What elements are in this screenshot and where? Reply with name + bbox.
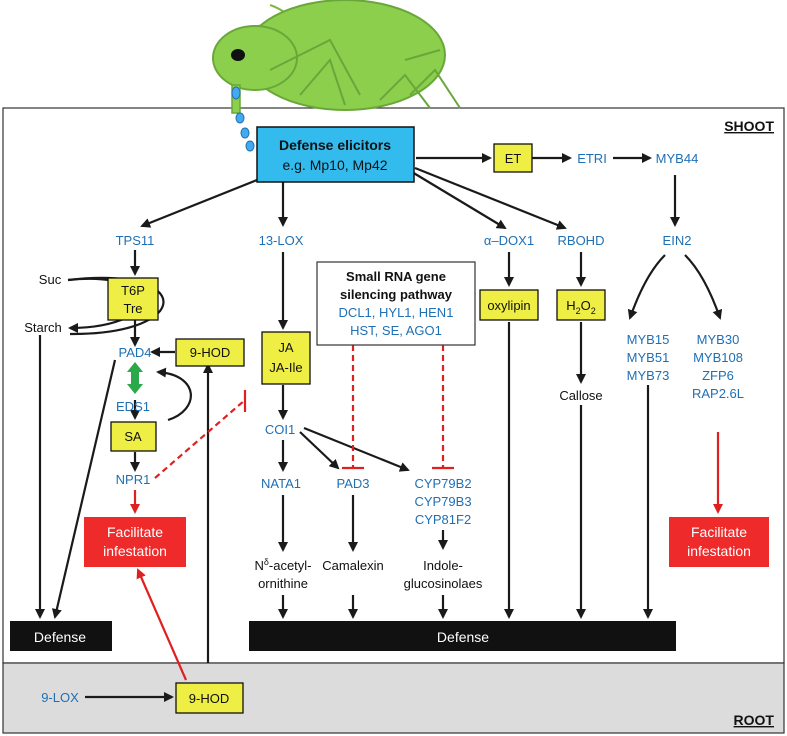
- label-indole-1: Indole-: [423, 558, 463, 573]
- gene-myb15: MYB15: [627, 332, 670, 347]
- tre-label: Tre: [123, 301, 142, 316]
- gene-coi1: COI1: [265, 422, 295, 437]
- defense-left-label: Defense: [34, 629, 86, 645]
- ja-box: JA JA-Ile: [261, 331, 311, 385]
- sa-box: SA: [110, 421, 157, 452]
- shoot-region: [2, 107, 785, 664]
- small-rna-genes-1: DCL1, HYL1, HEN1: [339, 305, 454, 320]
- facilitate-infestation-right: Facilitate infestation: [669, 517, 769, 567]
- gene-myb108: MYB108: [693, 350, 743, 365]
- gene-etri: ETRI: [577, 151, 607, 166]
- label-n-acetyl-ornithine-2: ornithine: [258, 576, 308, 591]
- defense-main-label: Defense: [437, 629, 489, 645]
- label-camalexin: Camalexin: [322, 558, 383, 573]
- hod-root-label: 9-HOD: [189, 691, 229, 706]
- aphid-illustration: [212, 0, 461, 152]
- label-suc: Suc: [39, 272, 62, 287]
- facilitate-left-2: infestation: [103, 543, 167, 559]
- gene-ein2: EIN2: [663, 233, 692, 248]
- gene-myb51: MYB51: [627, 350, 670, 365]
- elicitor-title: Defense elicitors: [279, 137, 391, 153]
- small-rna-box: Small RNA gene silencing pathway DCL1, H…: [316, 261, 476, 346]
- gene-9-lox: 9-LOX: [41, 690, 79, 705]
- gene-cyp79b2: CYP79B2: [414, 476, 471, 491]
- label-n-acetyl-ornithine-1: Nδ-acetyl-: [254, 557, 311, 573]
- label-callose: Callose: [559, 388, 602, 403]
- metabolite-labels: Suc Starch Nδ-acetyl- ornithine Camalexi…: [24, 272, 602, 591]
- gene-cyp81f2: CYP81F2: [415, 512, 471, 527]
- gene-nata1: NATA1: [261, 476, 301, 491]
- gene-zfp6: ZFP6: [702, 368, 734, 383]
- root-label: ROOT: [734, 712, 775, 728]
- h2o2-label: H2O2: [566, 298, 596, 316]
- shoot-label: SHOOT: [724, 118, 774, 134]
- ja-ile-label: JA-Ile: [269, 360, 302, 375]
- t6p-tre-box: T6P Tre: [107, 277, 159, 321]
- gene-myb30: MYB30: [697, 332, 740, 347]
- ja-label: JA: [278, 340, 294, 355]
- facilitate-right-1: Facilitate: [691, 524, 747, 540]
- hod-shoot-label: 9-HOD: [190, 345, 230, 360]
- gene-pad3: PAD3: [337, 476, 370, 491]
- oxylipin-box: oxylipin: [479, 289, 539, 321]
- hod-shoot-box: 9-HOD: [175, 338, 245, 367]
- facilitate-right-2: infestation: [687, 543, 751, 559]
- sa-label: SA: [124, 429, 142, 444]
- et-label: ET: [505, 151, 522, 166]
- gene-pad4: PAD4: [119, 345, 152, 360]
- h2o2-box: H2O2: [556, 289, 606, 321]
- gene-13-lox: 13-LOX: [259, 233, 304, 248]
- small-rna-genes-2: HST, SE, AGO1: [350, 323, 442, 338]
- gene-rap26l: RAP2.6L: [692, 386, 744, 401]
- gene-alpha-dox1: α–DOX1: [484, 233, 534, 248]
- et-box: ET: [493, 143, 533, 173]
- oxylipin-label: oxylipin: [487, 298, 530, 313]
- small-rna-title-1: Small RNA gene: [346, 269, 446, 284]
- label-starch: Starch: [24, 320, 62, 335]
- gene-tps11: TPS11: [116, 233, 155, 248]
- pad4-eds1-double-arrow: [127, 362, 143, 394]
- label-indole-2: glucosinolaes: [404, 576, 483, 591]
- gene-eds1: EDS1: [116, 399, 150, 414]
- gene-myb73: MYB73: [627, 368, 670, 383]
- facilitate-infestation-left: Facilitate infestation: [84, 517, 186, 567]
- hod-root-box: 9-HOD: [175, 682, 244, 714]
- defense-bar-main: Defense: [249, 621, 676, 651]
- elicitor-subtitle: e.g. Mp10, Mp42: [282, 157, 387, 173]
- gene-labels: ETRI MYB44 EIN2 TPS11 13-LOX α–DOX1 RBOH…: [41, 151, 744, 705]
- t6p-label: T6P: [121, 283, 145, 298]
- gene-npr1: NPR1: [116, 472, 151, 487]
- defense-bar-left: Defense: [10, 621, 112, 651]
- gene-rbohd: RBOHD: [558, 233, 605, 248]
- red-arrows: [130, 345, 723, 681]
- gene-cyp79b3: CYP79B3: [414, 494, 471, 509]
- small-rna-title-2: silencing pathway: [340, 287, 453, 302]
- gene-myb44: MYB44: [656, 151, 699, 166]
- facilitate-left-1: Facilitate: [107, 524, 163, 540]
- defense-elicitors-box: Defense elicitors e.g. Mp10, Mp42: [256, 126, 415, 183]
